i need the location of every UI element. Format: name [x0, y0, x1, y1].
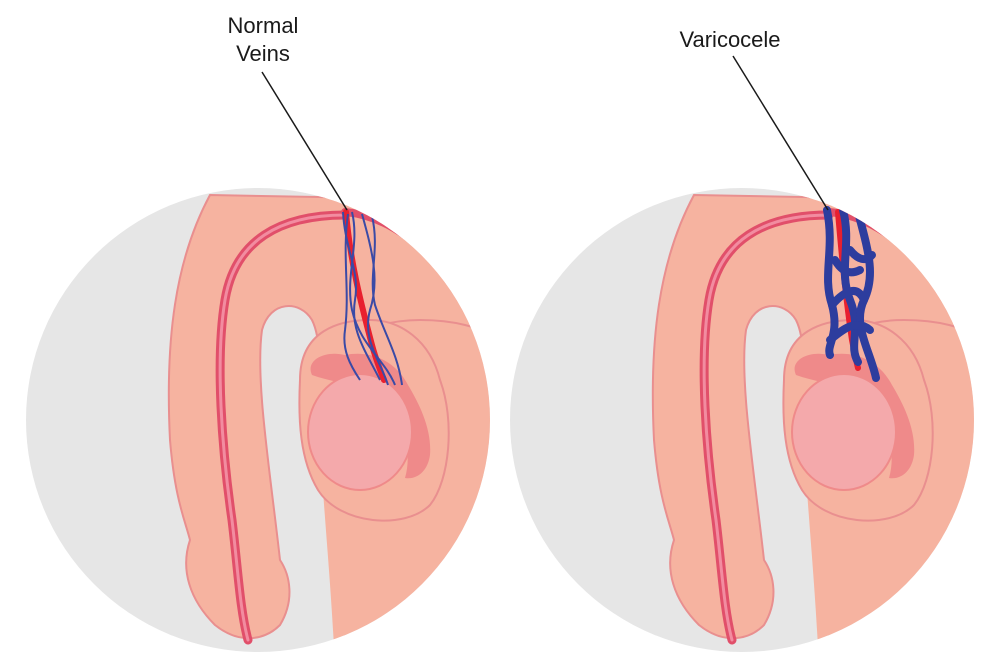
- epididymis: [310, 353, 431, 479]
- normal-veins-pointer: [261, 71, 348, 211]
- testis: [307, 373, 413, 491]
- testis: [791, 373, 897, 491]
- varicocele-label: Varicocele: [679, 27, 781, 52]
- normal-veins: [342, 211, 403, 386]
- varicocele-panel: [510, 188, 974, 652]
- normal-veins-label-line2: Veins: [236, 41, 290, 66]
- epididymis: [794, 353, 915, 479]
- varicose-veins: [823, 206, 880, 382]
- normal-panel: [26, 188, 490, 652]
- varicocele-pointer: [732, 55, 829, 211]
- normal-veins-label: Normal Veins: [208, 12, 318, 68]
- normal-veins-label-line1: Normal: [227, 13, 299, 38]
